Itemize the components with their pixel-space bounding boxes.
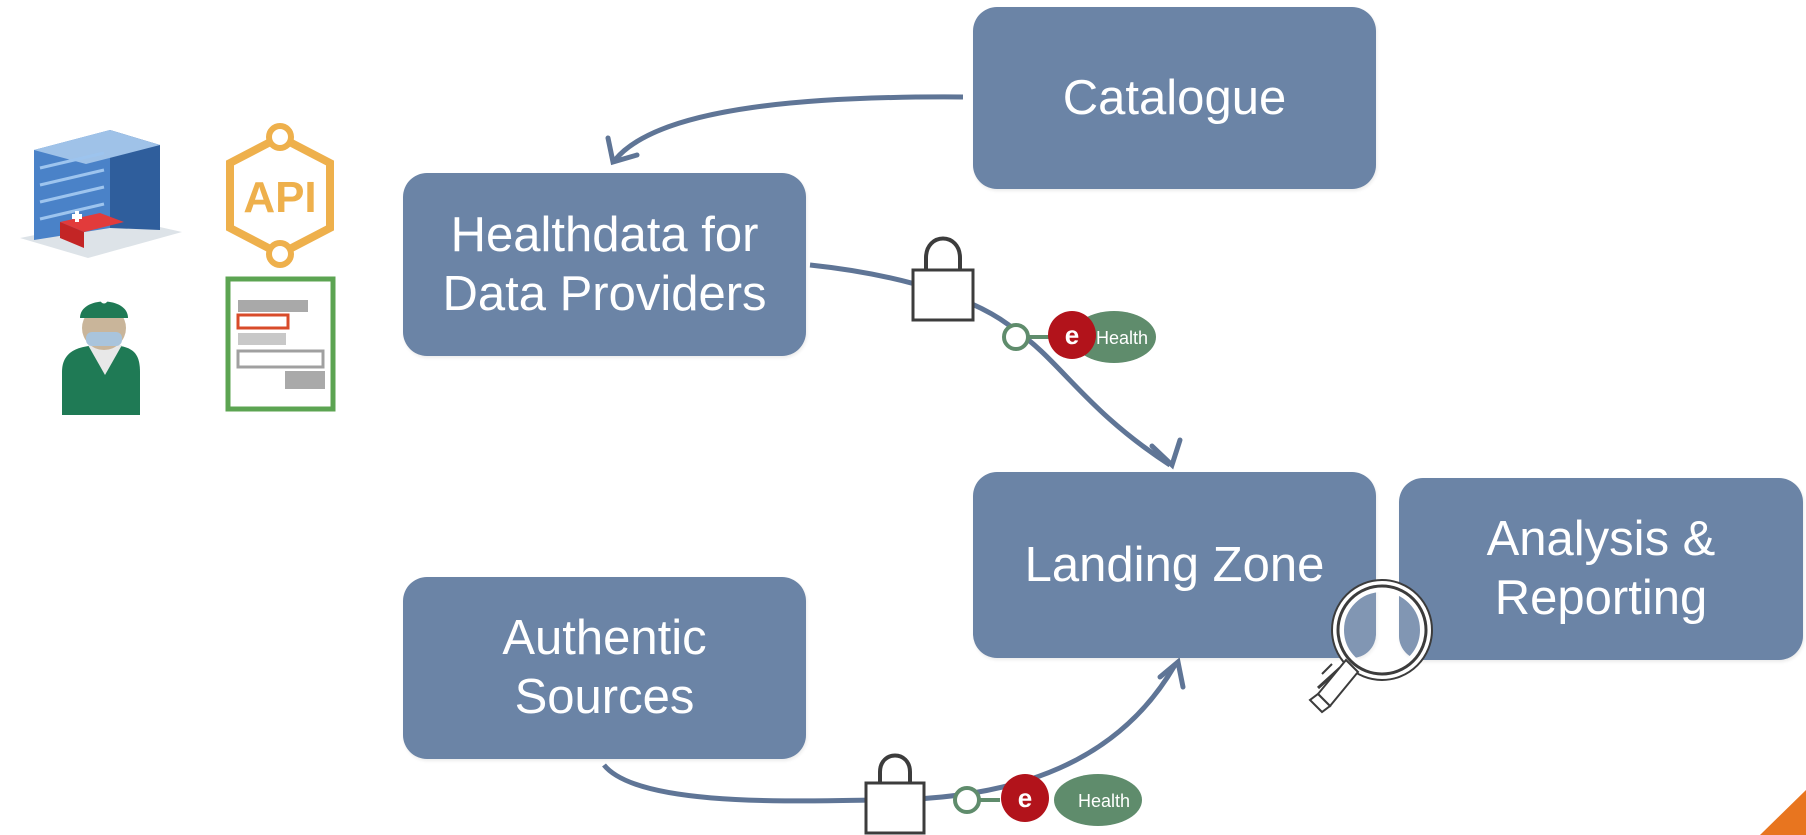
healthdata-box[interactable]: Healthdata for Data Providers (403, 173, 806, 356)
arrow-healthdata-to-landing (809, 262, 1172, 468)
catalogue-box[interactable]: Catalogue (973, 7, 1376, 189)
arrowhead-landing-bottom (1157, 657, 1186, 690)
arrowhead-healthdata (605, 135, 640, 166)
authentic-sources-box[interactable]: Authentic Sources (403, 577, 806, 759)
arrowhead-landing-top (1149, 437, 1183, 470)
analysis-label: Analysis & Reporting (1486, 512, 1716, 625)
analysis-box[interactable]: Analysis & Reporting (1399, 478, 1803, 660)
arrow-catalogue-to-healthdata (613, 94, 964, 162)
catalogue-label: Catalogue (1062, 70, 1287, 125)
healthdata-label: Healthdata for Data Providers (442, 207, 767, 321)
landing-zone-label: Landing Zone (1024, 537, 1325, 592)
authentic-label: Authentic Sources (502, 611, 707, 724)
landing-zone-box[interactable]: Landing Zone (973, 472, 1376, 658)
